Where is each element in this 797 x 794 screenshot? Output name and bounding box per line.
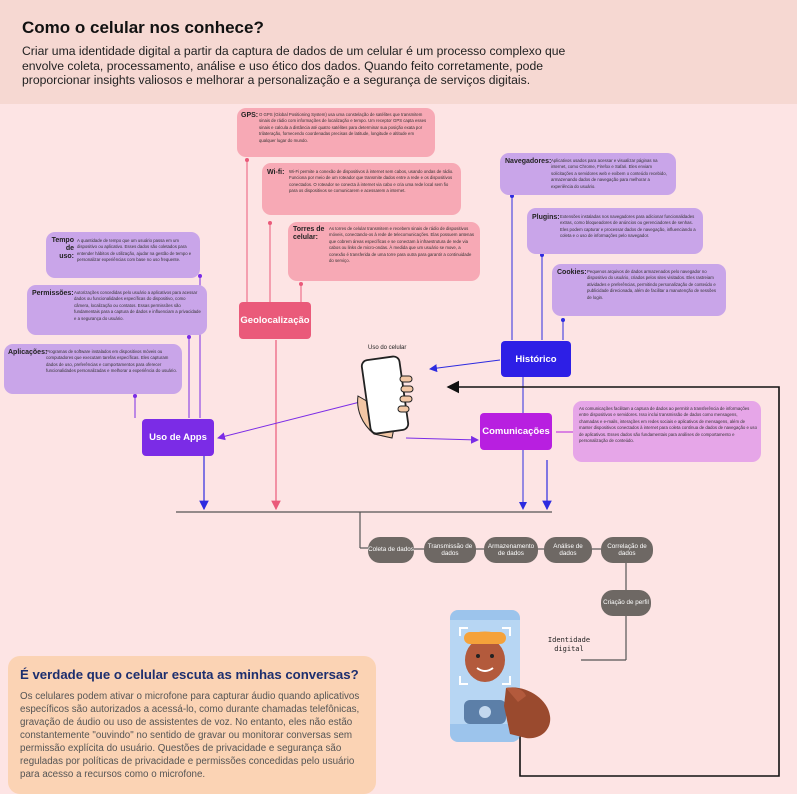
- uso-do-celular-label: Uso do celular: [368, 345, 407, 351]
- question-body: Os celulares podem ativar o microfone pa…: [20, 691, 360, 780]
- gps-text: O GPS (Global Positioning System) usa um…: [259, 112, 427, 143]
- step-analise: Análise de dados: [544, 537, 592, 563]
- step-armazenamento: Armazenamento de dados: [484, 537, 538, 563]
- plugins-label: Plugins:: [532, 214, 560, 221]
- torres-text: As torres de celular transmitem e recebe…: [329, 226, 474, 264]
- hand-holding-phone-illustration: [357, 355, 414, 439]
- navegadores-text: Aplicativos usados para acessar e visual…: [551, 158, 667, 189]
- step-transmissao: Transmissão de dados: [424, 537, 476, 563]
- question-title: É verdade que o celular escuta as minhas…: [20, 667, 359, 682]
- tempo-de-uso-info-box: Tempo de uso: A quantidade de tempo que …: [46, 232, 200, 278]
- step-coleta: Coleta de dados: [368, 537, 414, 563]
- plugins-text: Extensões instaladas nos navegadores par…: [560, 214, 696, 239]
- step-correlacao: Correlação de dados: [601, 537, 653, 563]
- cookies-text: Pequenos arquivos de dados armazenados p…: [587, 269, 716, 300]
- tempo-de-uso-text: A quantidade de tempo que um usuário pas…: [77, 238, 192, 263]
- wifi-text: Wi-Fi permite a conexão de dispositivos …: [289, 169, 454, 194]
- wifi-label: Wi-fi:: [267, 169, 285, 176]
- geolocalizacao-node: Geolocalização: [239, 302, 311, 339]
- torres-info-box: Torres de celular: As torres de celular …: [288, 222, 480, 281]
- aplicacoes-info-box: Aplicações: Programas de software instal…: [4, 344, 182, 394]
- header: Como o celular nos conhece? Criar uma id…: [0, 0, 797, 104]
- page-subtitle: Criar uma identidade digital a partir da…: [22, 44, 566, 87]
- torres-label: Torres de celular:: [293, 226, 325, 241]
- identidade-digital-label: Identidade digital: [547, 636, 591, 653]
- navegadores-info-box: Navegadores: Aplicativos usados para ace…: [500, 153, 676, 195]
- cookies-label: Cookies:: [557, 269, 587, 276]
- comunicacoes-node: Comunicações: [480, 413, 552, 450]
- aplicacoes-text: Programas de software instalados em disp…: [46, 349, 177, 374]
- step-criacao-de-perfil: Criação de perfil: [601, 590, 651, 616]
- permissoes-label: Permissões:: [32, 290, 74, 297]
- uso-de-apps-node: Uso de Apps: [142, 419, 214, 456]
- gps-info-box: GPS: O GPS (Global Positioning System) u…: [237, 108, 435, 157]
- question-box: É verdade que o celular escuta as minhas…: [8, 656, 376, 794]
- historico-node: Histórico: [501, 341, 571, 377]
- page-title: Como o celular nos conhece?: [22, 18, 264, 37]
- wifi-info-box: Wi-fi: Wi-Fi permite a conexão de dispos…: [262, 163, 461, 215]
- comunicacoes-text: As comunicações facilitam a captura de d…: [579, 406, 757, 444]
- cookies-info-box: Cookies: Pequenos arquivos de dados arma…: [552, 264, 726, 316]
- aplicacoes-label: Aplicações:: [8, 349, 48, 356]
- gps-label: GPS:: [241, 112, 259, 119]
- tempo-de-uso-label: Tempo de uso:: [51, 237, 74, 260]
- navegadores-label: Navegadores:: [505, 158, 552, 165]
- digital-identity-face-illustration: [450, 610, 551, 742]
- permissoes-info-box: Permissões: Autorizações concedidas pelo…: [27, 285, 207, 335]
- plugins-info-box: Plugins: Extensões instaladas nos navega…: [527, 208, 703, 254]
- comunicacoes-info-box: As comunicações facilitam a captura de d…: [573, 401, 761, 462]
- permissoes-text: Autorizações concedidas pelo usuário a a…: [74, 290, 201, 321]
